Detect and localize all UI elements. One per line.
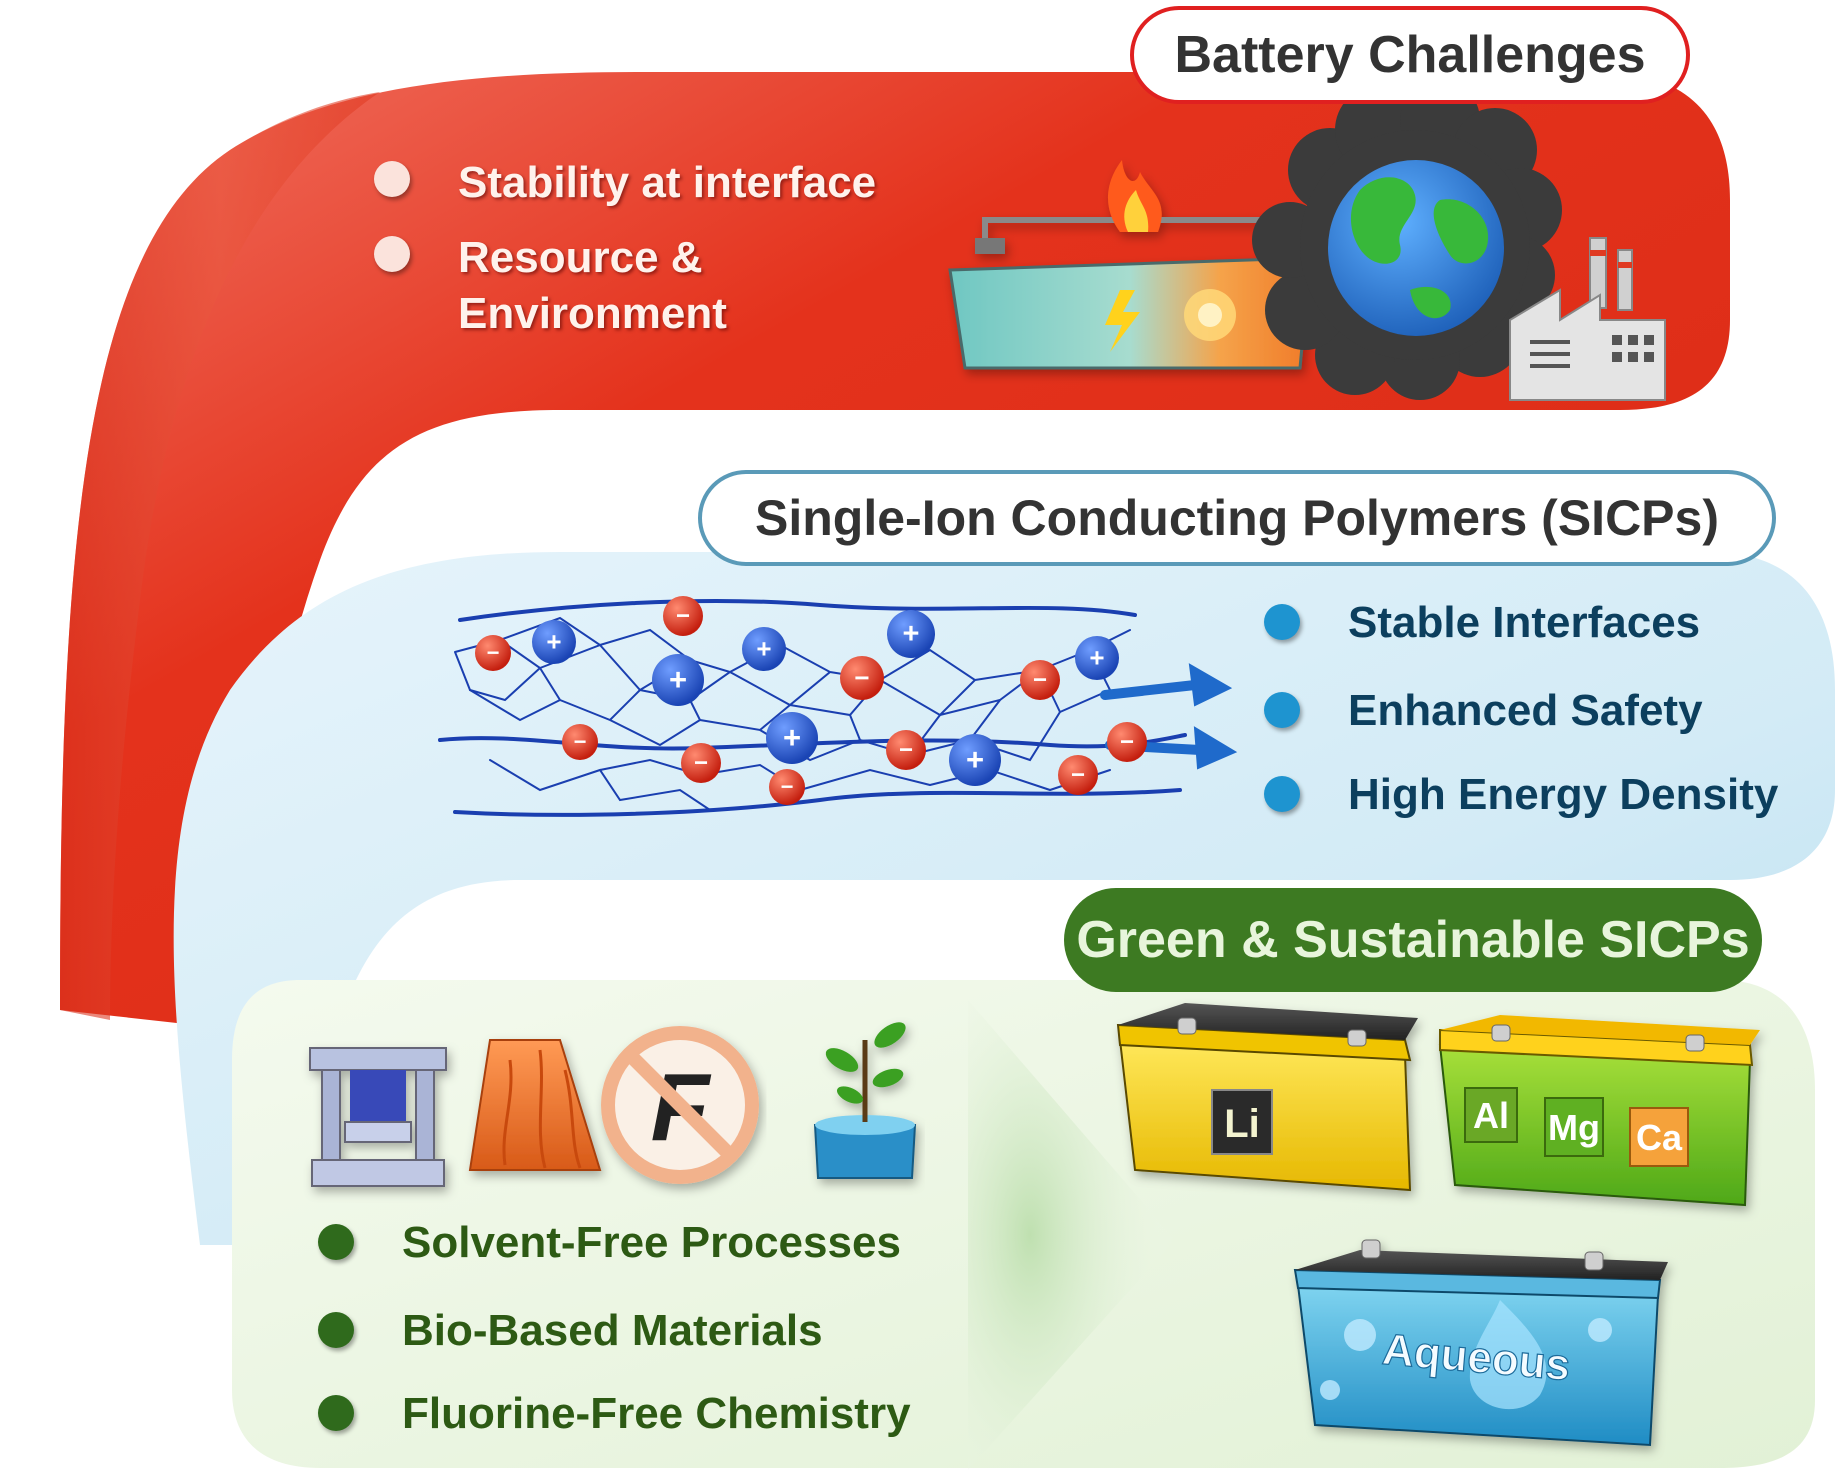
green-strategy-item: Bio-Based Materials: [318, 1306, 823, 1356]
svg-text:+: +: [1089, 642, 1104, 672]
svg-text:−: −: [676, 603, 690, 630]
bullet-dot: [1264, 692, 1300, 728]
green-strategy-label: Solvent-Free Processes: [402, 1218, 901, 1267]
cation-icon: +: [949, 734, 1001, 786]
aqueous-battery-icon: Aqueous: [1293, 1239, 1668, 1447]
green-sicp-title: Green & Sustainable SICPs: [1064, 888, 1762, 992]
sicp-title: Single-Ion Conducting Polymers (SICPs): [698, 470, 1776, 566]
svg-text:−: −: [1071, 762, 1085, 789]
svg-text:Ca: Ca: [1636, 1117, 1683, 1158]
sicp-benefit-label: High Energy Density: [1348, 770, 1779, 819]
svg-text:−: −: [574, 729, 587, 754]
bullet-dot: [318, 1224, 354, 1260]
svg-text:+: +: [783, 720, 801, 755]
challenge-item-label: Resource & Environment: [458, 233, 727, 338]
challenge-item-label: Stability at interface: [458, 158, 877, 207]
multivalent-battery-icon: Al Mg Ca: [1438, 1015, 1760, 1207]
bullet-dot: [318, 1395, 354, 1431]
ion-group: − + − + + − + − + − − + − − + − −: [475, 596, 1147, 805]
challenge-item: Resource & Environment: [374, 230, 727, 342]
green-strategy-item: Solvent-Free Processes: [318, 1218, 901, 1268]
bullet-dot: [374, 236, 410, 272]
svg-text:Mg: Mg: [1548, 1107, 1600, 1148]
bullet-dot: [1264, 604, 1300, 640]
challenge-item: Stability at interface: [374, 155, 876, 211]
svg-text:+: +: [903, 618, 920, 650]
anion-icon: −: [886, 730, 926, 770]
svg-text:−: −: [899, 737, 913, 764]
factory-icon: [1509, 237, 1666, 401]
anion-icon: −: [1058, 755, 1098, 795]
svg-text:−: −: [854, 662, 869, 692]
bullet-dot: [318, 1312, 354, 1348]
polluted-earth-icon: [1252, 80, 1562, 400]
progression-arrow: [968, 1000, 1175, 1470]
anion-icon: −: [840, 656, 884, 700]
green-strategy-label: Fluorine-Free Chemistry: [402, 1389, 911, 1438]
cation-icon: +: [652, 654, 704, 706]
bullet-dot: [374, 161, 410, 197]
anion-icon: −: [475, 635, 511, 671]
svg-text:−: −: [1120, 729, 1134, 756]
cation-icon: +: [887, 610, 935, 658]
svg-text:−: −: [694, 750, 708, 777]
plant-beaker-icon: [813, 1022, 917, 1179]
svg-text:+: +: [756, 633, 771, 663]
lithium-battery-icon: Li: [1116, 1003, 1418, 1192]
blue-band: [173, 552, 1835, 1245]
anion-icon: −: [681, 743, 721, 783]
cation-icon: +: [766, 712, 818, 764]
svg-text:+: +: [669, 662, 687, 697]
svg-text:+: +: [546, 626, 561, 656]
svg-text:+: +: [966, 742, 984, 777]
battery-challenges-title: Battery Challenges: [1130, 6, 1690, 104]
bullet-dot: [1264, 776, 1300, 812]
anion-icon: −: [1107, 722, 1147, 762]
svg-text:−: −: [1033, 667, 1047, 694]
hydraulic-press-icon: [309, 1047, 447, 1187]
bio-volcano-icon: [468, 1039, 602, 1171]
sicp-benefit-label: Enhanced Safety: [1348, 686, 1703, 735]
sicp-benefit-label: Stable Interfaces: [1348, 598, 1701, 647]
anion-icon: −: [562, 724, 598, 760]
svg-text:Li: Li: [1224, 1102, 1260, 1146]
svg-text:−: −: [487, 640, 500, 665]
anion-icon: −: [1020, 660, 1060, 700]
green-strategy-label: Bio-Based Materials: [402, 1306, 823, 1355]
green-strategy-item: Fluorine-Free Chemistry: [318, 1389, 911, 1439]
anion-icon: −: [769, 769, 805, 805]
sicp-benefit-item: Stable Interfaces: [1264, 598, 1700, 648]
cation-icon: +: [532, 620, 576, 664]
sicp-benefit-item: Enhanced Safety: [1264, 686, 1703, 736]
no-fluorine-icon: F: [601, 1026, 759, 1184]
sicp-benefit-item: High Energy Density: [1264, 770, 1778, 820]
anion-icon: −: [663, 596, 703, 636]
cation-icon: +: [742, 627, 786, 671]
svg-text:Al: Al: [1473, 1095, 1509, 1136]
svg-text:−: −: [781, 774, 794, 799]
cation-icon: +: [1075, 636, 1119, 680]
